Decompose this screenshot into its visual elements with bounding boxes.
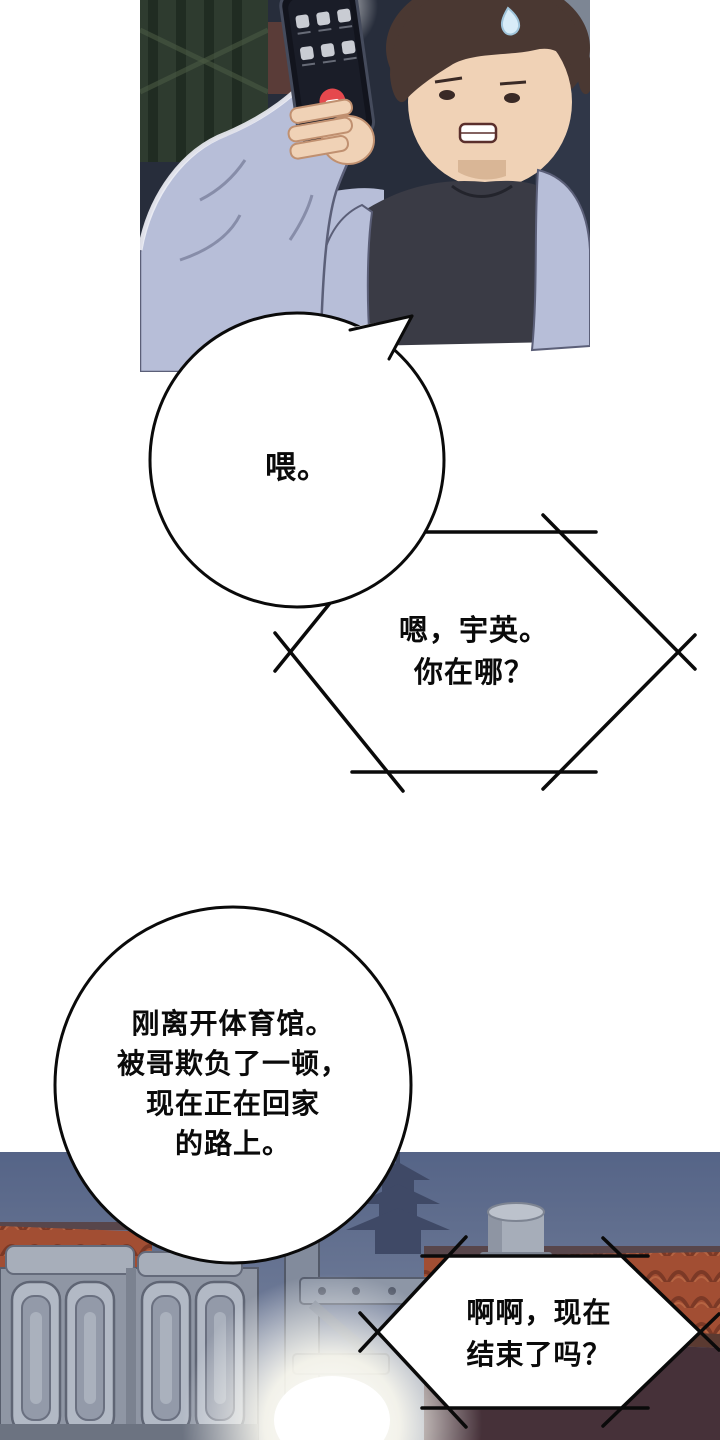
bubble-line: 嗯，宇英。 <box>398 615 549 647</box>
call-option-labels <box>297 25 357 67</box>
hair-bangs <box>390 0 590 102</box>
call-option-icons <box>295 8 356 61</box>
speech-bubble-hexagon-1-text: 嗯，宇英。 你在哪？ <box>324 610 624 694</box>
bubble-line: 结束了吗？ <box>466 1339 612 1370</box>
bubble-tail-lines <box>348 314 414 361</box>
bubble-line: 的路上。 <box>174 1128 291 1159</box>
bubble-line: 被哥欺负了一顿， <box>116 1048 349 1079</box>
right-eyebrow <box>499 80 527 86</box>
neck-shadow <box>458 160 506 180</box>
collar-line <box>451 184 513 198</box>
roof-vent-cylinder <box>480 1202 552 1262</box>
bubble-line: 你在哪？ <box>413 657 534 689</box>
bubble-line: 现在正在回家 <box>145 1088 320 1119</box>
character-boy <box>140 0 590 372</box>
speech-bubble-round-2-text: 刚离开体育馆。 被哥欺负了一顿， 现在正在回家 的路上。 <box>43 1004 423 1164</box>
bubble-line: 刚离开体育馆。 <box>131 1008 335 1039</box>
hand <box>287 98 375 165</box>
panel-top-call-scene <box>140 0 590 372</box>
hoodie-right-shoulder <box>530 168 590 352</box>
hexagon-edges <box>358 1235 720 1429</box>
sleeve-folds <box>179 159 314 262</box>
speech-bubble-hexagon-2 <box>358 1235 720 1429</box>
left-eyebrow <box>434 76 463 84</box>
pagoda-silhouette <box>346 1152 450 1254</box>
left-eye <box>439 90 455 100</box>
speech-bubble-round-1-text: 喂。 <box>265 450 329 485</box>
gritted-mouth <box>458 122 498 144</box>
right-eye <box>504 93 520 103</box>
tshirt <box>362 180 558 346</box>
bubble-line: 啊啊，现在 <box>466 1297 612 1328</box>
speech-bubble-round-1 <box>148 311 446 609</box>
speech-bubble-hexagon-2-text: 啊啊，现在 结束了吗？ <box>389 1292 689 1376</box>
sweat-drop <box>500 6 521 36</box>
speech-bubble-round-2 <box>53 905 413 1265</box>
